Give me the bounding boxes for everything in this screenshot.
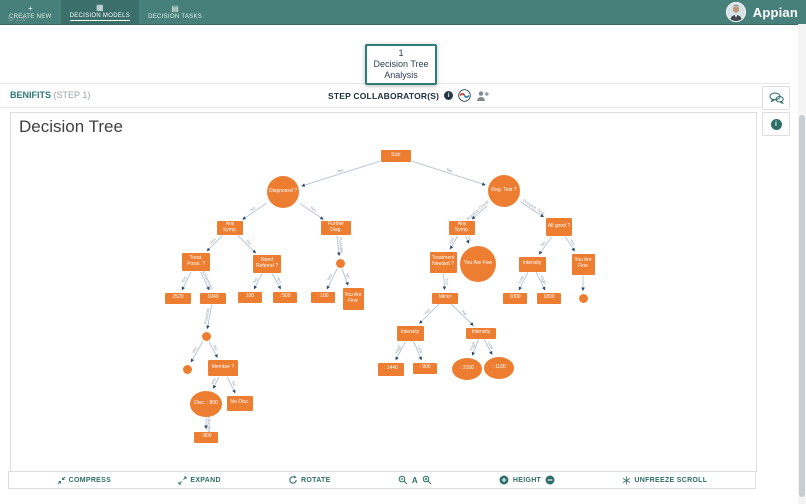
plus-icon: + [27, 3, 33, 13]
comments-button[interactable] [762, 86, 790, 110]
process-step-box[interactable]: 1 Decision Tree Analysis [365, 44, 437, 85]
rotate-button[interactable]: ROTATE [288, 475, 331, 485]
tree-node-v2520[interactable]: 2520 [165, 292, 191, 304]
tree-node-yafr[interactable]: You Are Fine [571, 253, 595, 275]
unfreeze-scroll-button[interactable]: UNFREEZE SCROLL [622, 475, 708, 485]
tree-node-v500[interactable]: : 500 [273, 291, 297, 303]
info-icon: i [770, 118, 782, 130]
nav-create-new[interactable]: + CREATE NEW [0, 0, 61, 24]
step-title-line1: Decision Tree [373, 59, 429, 69]
tree-node-v1440[interactable]: : 1440 [378, 362, 404, 376]
tree-node-v900[interactable]: : 900 [413, 362, 437, 374]
step-title-line2: Analysis [384, 70, 418, 80]
compress-button[interactable]: COMPRESS [57, 476, 111, 485]
tree-node-treatpossi[interactable]: Treat. Possi. ? [182, 253, 210, 271]
expand-button[interactable]: EXPAND [178, 475, 221, 485]
tree-node-dotfd[interactable] [335, 258, 345, 268]
nav-decision-models-label: DECISION MODELS [69, 12, 131, 21]
height-decrease-icon[interactable] [545, 475, 555, 485]
tree-node-allgood[interactable]: All good ? [546, 218, 572, 236]
nav-decision-tasks[interactable]: ▤ DECISION TASKS [139, 0, 211, 24]
info-button[interactable]: i [762, 112, 790, 136]
tree-node-v1000[interactable]: 1000 [503, 292, 527, 304]
tree-node-yafsq[interactable]: You Are Fine [342, 288, 364, 310]
tree-node-minor[interactable]: Minor [432, 292, 458, 304]
tree-node-treatneeded[interactable]: Treatment Needed ? [429, 251, 457, 273]
tree-node-v1100[interactable]: : 1100 [484, 357, 514, 379]
tree-node-yafcirc[interactable]: You Are Fine [460, 246, 496, 282]
vertical-scrollbar[interactable] [798, 24, 806, 504]
tree-node-anysympR[interactable]: Any Symp. [449, 221, 475, 235]
tree-node-dotp[interactable] [201, 331, 211, 341]
nav-create-new-label: CREATE NEW [9, 13, 52, 20]
rotate-label: ROTATE [301, 476, 331, 484]
zoom-out-icon[interactable] [398, 475, 408, 485]
nav-decision-models[interactable]: ▦ DECISION MODELS [60, 0, 140, 24]
unfreeze-scroll-label: UNFREEZE SCROLL [634, 476, 708, 484]
expand-label: EXPAND [190, 476, 221, 484]
user-avatar[interactable] [725, 2, 746, 22]
font-zoom-group: A [398, 475, 432, 485]
snowflake-icon [623, 475, 631, 485]
tree-node-anysympL[interactable]: Any Symp. [217, 221, 243, 235]
collaboration-handshake-icon[interactable] [458, 89, 471, 102]
tree-node-v1040[interactable]: 1040 [200, 292, 226, 304]
height-increase-icon[interactable] [499, 475, 509, 485]
tree-node-intL[interactable]: Intensity [396, 325, 424, 341]
tasks-icon: ▤ [171, 3, 179, 13]
divider-benefits [0, 107, 790, 108]
collaborators-info-icon[interactable]: i [444, 91, 454, 100]
chat-bubbles-icon [769, 92, 784, 104]
scrollbar-thumb[interactable] [799, 115, 805, 497]
step-number: 1 [398, 48, 404, 58]
collaborators-row: STEP COLLABORATOR(S) i [328, 89, 490, 102]
benefits-label: BENIFITS [10, 90, 52, 100]
tree-node-doty[interactable] [182, 364, 192, 374]
benefits-step-label: (STEP 1) [53, 90, 91, 100]
tree-node-nodisc[interactable]: No Disc. [227, 395, 253, 411]
nav-decision-tasks-label: DECISION TASKS [148, 13, 203, 20]
tree-node-needref[interactable]: Need Referral ? [253, 255, 281, 273]
topbar-right: Appian [725, 0, 806, 24]
appian-logo: Appian [752, 4, 798, 20]
tree-node-v2160[interactable]: : 2160 [452, 358, 482, 380]
tree-node-discell[interactable]: Disc. : 800 [190, 391, 222, 417]
tree-node-v100[interactable]: 100 [238, 291, 262, 303]
grid-icon: ▦ [96, 2, 104, 12]
tree-node-sick[interactable]: Sick [381, 150, 411, 162]
version-text: SP 1.20 [8, 17, 26, 23]
zoom-in-icon[interactable] [422, 475, 432, 485]
avatar-image [726, 3, 745, 21]
tree-node-intM[interactable]: Intensity [518, 256, 546, 272]
tree-node-intR[interactable]: Intensity [466, 327, 496, 339]
top-navbar: + CREATE NEW ▦ DECISION MODELS ▤ DECISIO… [0, 0, 806, 25]
tree-node-furtherdiag[interactable]: Further Diag. [321, 221, 351, 235]
tree-node-v800[interactable]: : 800 [194, 431, 218, 443]
add-user-icon[interactable] [476, 90, 490, 102]
height-group: HEIGHT [499, 475, 555, 485]
height-label: HEIGHT [512, 476, 542, 484]
tree-node-diagnosed[interactable]: Diagnosed ? [267, 176, 299, 208]
tree-node-member[interactable]: Member ? [208, 360, 238, 376]
tree-toolbar: COMPRESS EXPAND ROTATE A [8, 471, 756, 489]
tree-node-dotr[interactable] [578, 293, 588, 303]
tree-node-v1800[interactable]: 1800 [537, 292, 561, 304]
tree-node-v100b[interactable]: : 100 [311, 291, 335, 303]
rotate-icon [289, 475, 297, 484]
benefits-row: BENIFITS (STEP 1) [10, 90, 90, 100]
expand-icon [178, 475, 187, 485]
tree-node-regtest[interactable]: Reg. Test ? [488, 175, 520, 207]
compress-icon [57, 476, 66, 484]
font-size-letter: A [411, 475, 418, 485]
collaborators-label: STEP COLLABORATOR(S) [328, 90, 440, 101]
compress-label: COMPRESS [68, 476, 112, 484]
panel-title: Decision Tree [19, 117, 123, 136]
decision-tree-panel: Decision Tree [10, 112, 757, 472]
